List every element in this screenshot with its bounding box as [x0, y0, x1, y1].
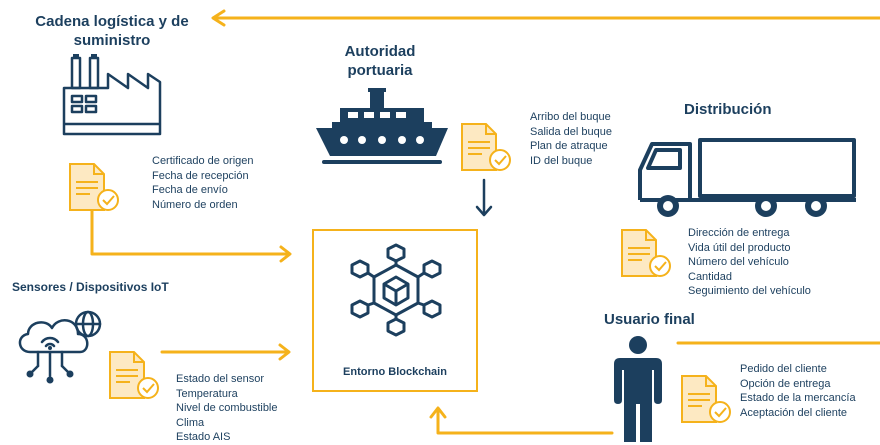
list-item: Número de orden: [152, 198, 238, 211]
end-user-list: Pedido del cliente Opción de entrega Est…: [740, 362, 856, 420]
list-item: Seguimiento del vehículo: [688, 285, 811, 297]
port-authority-list: Arribo del buque Salida del buque Plan d…: [530, 110, 612, 168]
list-item: Vida útil del producto: [688, 241, 791, 254]
list-item: ID del buque: [530, 154, 593, 167]
list-item: Fecha de recepción: [152, 169, 249, 182]
blockchain-box: Entorno Blockchain: [312, 229, 478, 392]
distribution-title: Distribución: [684, 101, 772, 118]
sensors-title: Sensores / Dispositivos IoT: [12, 280, 169, 294]
list-item: Fecha de envío: [152, 184, 228, 196]
blockchain-icon: [350, 243, 442, 337]
document-check-icon: [621, 229, 671, 277]
document-check-icon: [69, 163, 119, 211]
list-item: Estado del sensor: [176, 373, 265, 385]
end-user-title: Usuario final: [604, 311, 695, 328]
list-item: Nivel de combustible: [176, 402, 278, 414]
person-icon: [614, 336, 662, 442]
list-item: Estado AIS: [176, 431, 231, 443]
list-item: Certificado de origen: [152, 155, 254, 167]
list-item: Estado de la mercancía: [740, 392, 856, 404]
list-item: Clima: [176, 416, 205, 429]
supply-chain-list: Certificado de origen Fecha de recepción…: [152, 154, 254, 212]
document-check-icon: [109, 351, 159, 399]
list-item: Arribo del buque: [530, 111, 611, 123]
list-item: Aceptación del cliente: [740, 406, 848, 419]
factory-icon: [62, 54, 162, 136]
list-item: Opción de entrega: [740, 377, 831, 390]
list-item: Salida del buque: [530, 125, 612, 138]
truck-icon: [638, 138, 856, 217]
list-item: Dirección de entrega: [688, 227, 790, 239]
distribution-list: Dirección de entrega Vida útil del produ…: [688, 226, 811, 299]
list-item: Plan de atraque: [530, 140, 608, 152]
cloud-iot-icon: [18, 310, 102, 384]
document-check-icon: [681, 375, 731, 423]
ship-icon: [316, 88, 448, 164]
list-item: Pedido del cliente: [740, 363, 827, 375]
supply-chain-title: Cadena logística y de suministro: [35, 13, 189, 49]
list-item: Cantidad: [688, 270, 733, 283]
blockchain-label: Entorno Blockchain: [343, 366, 447, 378]
list-item: Temperatura: [176, 387, 238, 400]
sensors-list: Estado del sensor Temperatura Nivel de c…: [176, 372, 278, 445]
list-item: Número del vehículo: [688, 256, 789, 268]
port-authority-title: Autoridad portuaria: [344, 43, 416, 79]
document-check-icon: [461, 123, 511, 171]
